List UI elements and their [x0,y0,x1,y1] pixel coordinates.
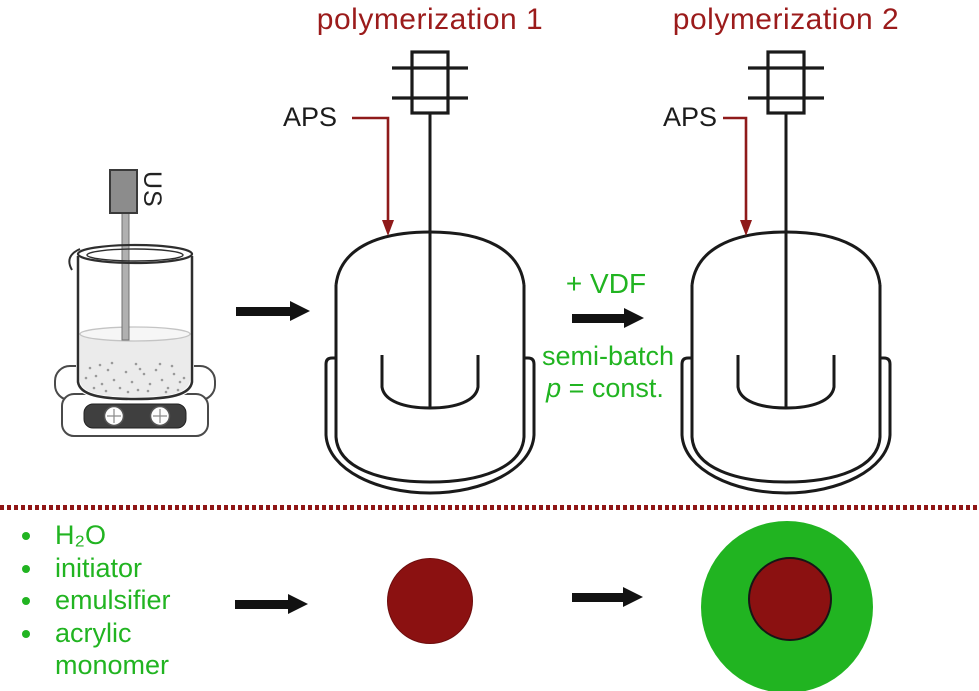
ingredient-label: monomer [55,650,170,680]
bullet-icon [22,564,30,573]
bullet-icon [22,629,30,638]
pressure-const-label: p = const. [525,373,685,404]
particle-specks [84,361,186,394]
cooling-jacket [680,356,892,495]
sonotrode-rod [121,212,130,341]
anchor-impeller [736,355,836,410]
ultrasound-label: US [138,171,166,208]
arrow-beaker-to-reactor1-icon [236,301,310,321]
coreshell-particle [701,521,873,691]
ingredient-label: H₂O [55,520,106,550]
pressure-symbol: p [546,373,562,403]
stage1-title: polymerization 1 [316,3,544,36]
cooling-jacket [324,356,536,495]
stirrer-motor-icon [748,50,824,115]
emulsion-liquid [79,326,191,397]
stage1-aps-label: APS [283,102,338,132]
bullet-icon [22,597,30,605]
sonication-beaker-illustration [54,169,216,437]
seed-particle [387,558,473,644]
semibatch-label: semi-batch [541,341,675,371]
reactor-vessel [324,230,536,495]
bullet-icon [22,532,30,540]
anchor-impeller [380,355,480,410]
reactor-1-illustration [324,50,536,495]
ingredient-label: emulsifier [55,585,171,615]
particle-core [748,557,832,641]
arrow-reactor1-to-reactor2-icon [572,308,644,328]
stage2-aps-label: APS [663,102,718,132]
stage2-title: polymerization 2 [672,3,900,36]
ultrasound-transducer-icon [109,169,138,214]
stage1-aps-arrow [352,116,394,236]
pressure-condition: = const. [561,373,664,403]
vdf-feed-label: + VDF [565,268,647,299]
ingredient-label: initiator [55,552,143,583]
reactor-vessel [680,230,892,495]
stirrer-motor-icon [392,50,468,115]
arrow-ingredients-to-seed-icon [235,594,308,614]
ingredient-label: acrylic [55,617,132,648]
reactor-2-illustration [680,50,892,495]
beaker-outline [68,243,194,401]
arrow-seed-to-coreshell-icon [572,587,643,607]
stage2-aps-arrow [723,116,752,236]
dotted-separator [0,505,979,510]
